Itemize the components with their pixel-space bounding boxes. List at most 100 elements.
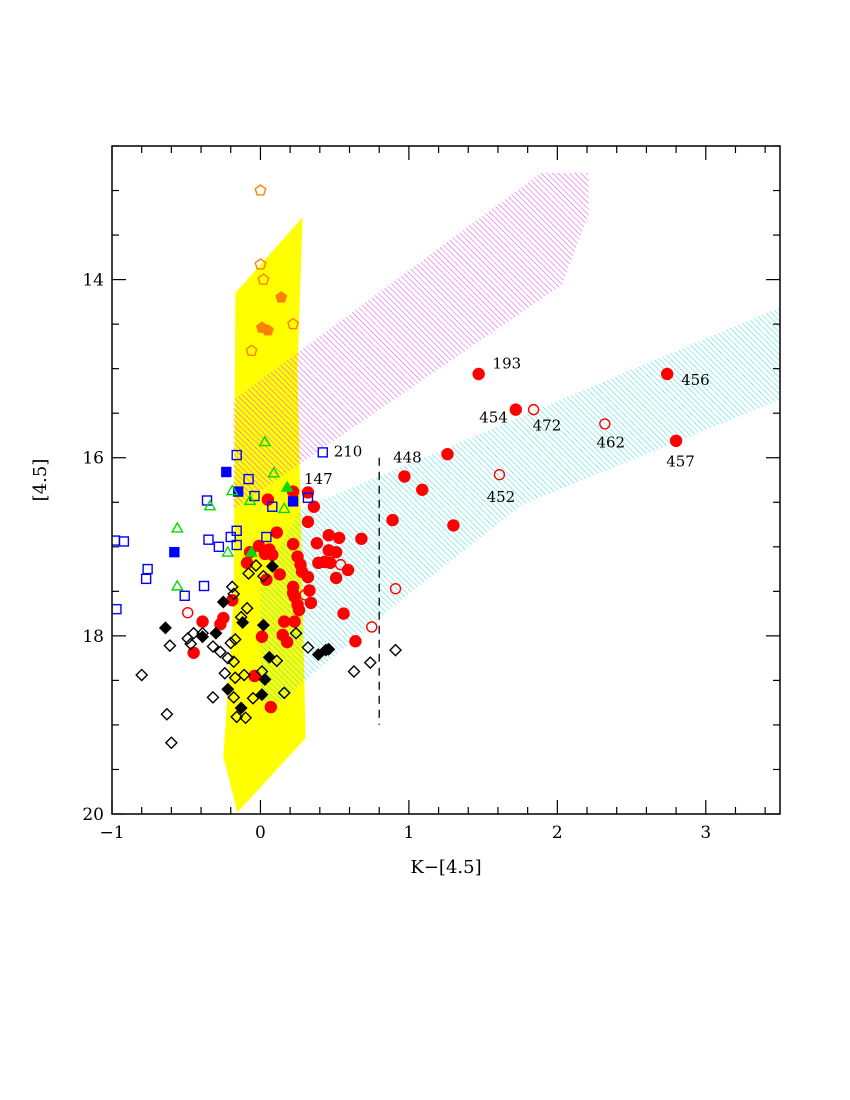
diamond-point: [270, 654, 284, 668]
diamond-point: [224, 636, 238, 650]
x-tick-label: 0: [255, 823, 266, 843]
circle-point: [389, 582, 402, 595]
square-point: [179, 590, 190, 601]
triangle-point: [203, 499, 217, 511]
diamond-point: [234, 701, 248, 715]
y-tick-label: 14: [82, 271, 104, 291]
data-points: [112, 184, 683, 750]
diamond-point: [135, 668, 149, 682]
square-point: [225, 531, 236, 543]
square-point: [142, 563, 153, 575]
circle-point: [322, 529, 335, 542]
circle-point: [301, 486, 315, 499]
annotation-456: 456: [681, 371, 710, 389]
square-point: [302, 492, 314, 504]
circle-point: [266, 548, 279, 562]
circle-point: [669, 434, 683, 448]
annotation-462: 462: [596, 434, 625, 452]
circle-point: [398, 470, 411, 483]
annotation-452: 452: [487, 488, 516, 506]
y-tick-label: 18: [82, 627, 104, 647]
diamond-point: [265, 559, 279, 573]
square-point: [203, 534, 214, 545]
circle-point: [366, 621, 378, 633]
square-point: [231, 539, 242, 551]
regions: [223, 172, 780, 813]
pentagon-point: [254, 258, 267, 270]
diamond-point: [227, 587, 241, 601]
annotation-210: 210: [334, 442, 363, 460]
annotation-193: 193: [493, 354, 522, 372]
circle-point: [334, 558, 347, 571]
region-0: [223, 217, 306, 813]
circle-point: [248, 669, 261, 683]
square-point: [112, 603, 122, 615]
square-point: [261, 531, 272, 543]
annotation-457: 457: [666, 452, 695, 470]
pentagon-point: [245, 344, 258, 357]
circle-point: [182, 607, 194, 619]
diamond-point: [228, 632, 242, 646]
circle-point: [355, 532, 368, 545]
circle-point: [264, 700, 278, 714]
circle-point: [286, 537, 300, 551]
circle-point: [447, 519, 460, 532]
triangle-point: [170, 521, 184, 533]
circle-point: [299, 589, 311, 601]
circle-point: [260, 573, 273, 586]
x-tick-label: 3: [700, 823, 711, 843]
diamond-point: [246, 691, 260, 705]
square-point: [221, 466, 232, 478]
circle-point: [255, 630, 269, 643]
x-tick-label: 2: [552, 823, 563, 843]
diamond-point: [218, 666, 232, 680]
square-point: [243, 473, 254, 485]
circle-point: [196, 615, 209, 628]
triangle-point: [245, 545, 258, 557]
circle-point: [386, 513, 399, 527]
circle-point: [301, 515, 315, 529]
diamond-point: [322, 642, 336, 656]
square-point: [198, 580, 210, 592]
diamond-point: [221, 651, 235, 665]
plot-frame: [111, 145, 781, 815]
circle-point: [277, 615, 291, 628]
circle-point: [599, 418, 611, 430]
y-tick-label: 16: [82, 449, 104, 469]
annotation-454: 454: [479, 409, 508, 427]
annotation-147: 147: [304, 470, 333, 488]
triangle-point: [170, 579, 184, 591]
diamond-point: [213, 645, 227, 659]
circle-point: [304, 596, 318, 610]
region-1: [233, 172, 589, 510]
triangle-point: [243, 493, 257, 506]
y-axis-label: [4.5]: [30, 459, 51, 502]
circle-point: [660, 367, 674, 381]
annotation-448: 448: [393, 449, 422, 467]
circle-point: [337, 607, 350, 620]
circle-point: [301, 570, 315, 584]
diamond-point: [301, 640, 315, 654]
diamond-point: [289, 626, 303, 640]
x-tick-label: −1: [99, 823, 124, 843]
diamond-point: [239, 711, 253, 725]
diamond-point: [196, 626, 210, 640]
square-point: [267, 501, 278, 512]
diamond-point: [227, 655, 241, 669]
circle-point: [292, 603, 306, 617]
diamond-point: [206, 640, 220, 654]
circle-point: [329, 571, 343, 585]
diamond-point: [158, 621, 172, 635]
diamond-point: [227, 690, 241, 704]
diamond-point: [256, 618, 270, 632]
circle-point: [441, 447, 454, 461]
pentagon-point: [257, 273, 270, 285]
diamond-point: [225, 580, 239, 594]
circle-point: [270, 526, 283, 539]
diamond-point: [242, 567, 256, 581]
triangle-point: [277, 501, 291, 514]
triangle-point: [258, 435, 272, 447]
diamond-point: [347, 665, 361, 678]
